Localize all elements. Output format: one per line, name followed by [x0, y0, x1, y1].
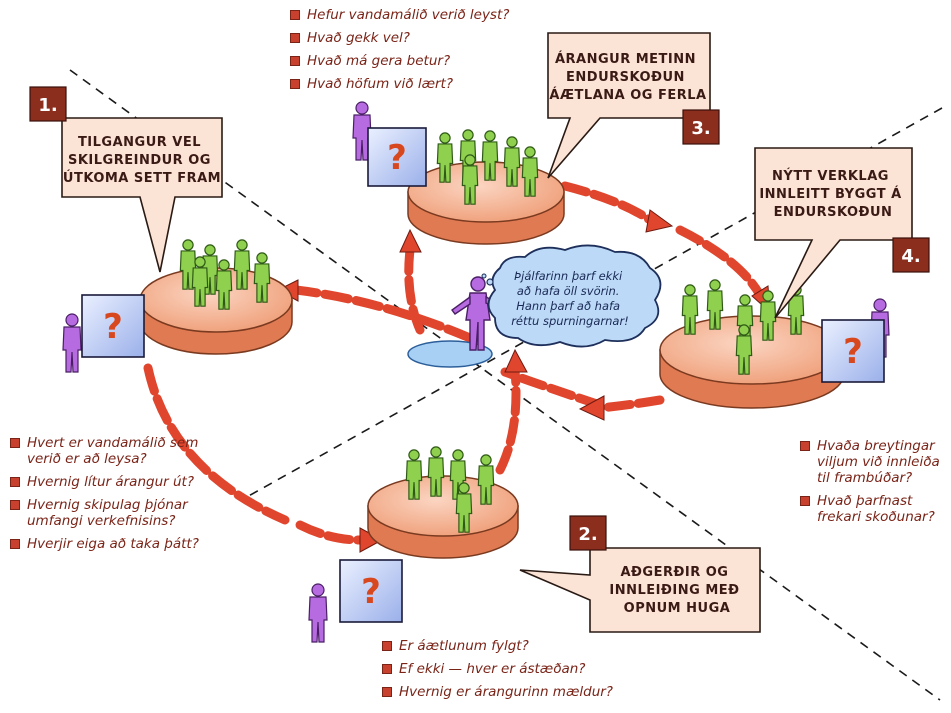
callout-4-line: NÝTT VERKLAG [772, 168, 889, 184]
question-sign: ? [339, 559, 403, 623]
step-4-number: 4. [901, 246, 920, 267]
callout-3-line: ÁÆTLANA OG FERLA [549, 87, 706, 103]
question-item: Hvernig lítur árangur út? [10, 474, 210, 490]
step-1-number: 1. [38, 95, 57, 116]
question-item: Hefur vandamálið verið leyst? [290, 7, 550, 23]
callout-step-2: AÐGERÐIR OG INNLEIÐING MEÐ OPNUM HUGA 2. [519, 515, 761, 633]
person-figure [477, 454, 495, 505]
svg-text:ÁRANGUR METINN ENDURSKOÐ: ÁRANGUR METINN ENDURSKOÐUN ÁÆTLANA OG FE… [549, 51, 706, 103]
callout-step-1: TILGANGUR VEL SKILGREINDUR OG ÚTKOMA SET… [29, 86, 223, 273]
question-sign: ? [821, 319, 885, 383]
step-2-number: 2. [578, 524, 597, 545]
callout-step-3: ÁRANGUR METINN ENDURSKOÐUN ÁÆTLANA OG FE… [547, 32, 720, 179]
question-item: Er áætlunum fylgt? [382, 638, 662, 654]
questions-top-list: Hefur vandamálið verið leyst? Hvað gekk … [290, 7, 550, 99]
callout-4-line: INNLEITT BYGGT Á [759, 186, 901, 202]
person-figure [455, 482, 473, 533]
person-figure [481, 130, 499, 181]
person-figure [308, 583, 328, 643]
question-mark: ? [103, 307, 123, 347]
question-item: Hverjir eiga að taka þátt? [10, 536, 210, 552]
callout-1-line: ÚTKOMA SETT FRAM [63, 170, 221, 186]
person-figure [405, 449, 423, 500]
questions-right-list: Hvaða breytingar viljum við innleiða til… [800, 438, 950, 532]
center-speech-line: að hafa öll svörin. [517, 284, 620, 298]
callout-1-line: TILGANGUR VEL [78, 135, 201, 150]
cycle-arrows [143, 181, 765, 545]
person-figure [427, 446, 445, 497]
svg-text:NÝTT VERKLAG INNLEITT BY: NÝTT VERKLAG INNLEITT BYGGT Á ENDURSKOÐU… [759, 168, 906, 220]
callout-3-line: ENDURSKOÐUN [566, 70, 685, 85]
questions-left-list: Hvert er vandamálið sem verið er að leys… [10, 435, 210, 559]
person-figure [233, 239, 251, 290]
callout-2-line: AÐGERÐIR OG [620, 565, 728, 580]
question-item: Hvernig er árangurinn mældur? [382, 684, 662, 700]
question-mark: ? [361, 572, 381, 612]
question-item: Hvernig skipulag þjónar umfangi verkefni… [10, 497, 210, 529]
center-speech-line: réttu spurningarnar! [511, 314, 629, 328]
question-item: Hvað gekk vel? [290, 30, 550, 46]
disc-step-2 [367, 475, 519, 559]
callout-2-line: OPNUM HUGA [624, 601, 731, 616]
question-item: Hvert er vandamálið sem verið er að leys… [10, 435, 210, 467]
question-item: Hvað þarfnast frekari skoðunar? [800, 493, 950, 525]
svg-text:TILGANGUR VEL SKILGREIND: TILGANGUR VEL SKILGREINDUR OG ÚTKOMA SET… [63, 135, 221, 186]
svg-text:Þjálfarinn þarf ekki að: Þjálfarinn þarf ekki að hafa öll svörin.… [511, 269, 629, 328]
callout-2-line: INNLEIÐING MEÐ [609, 583, 739, 598]
center-speech-line: Þjálfarinn þarf ekki [514, 269, 623, 283]
question-mark: ? [387, 138, 407, 178]
person-figure [179, 239, 197, 290]
person-figure [735, 324, 753, 375]
callout-4-line: ENDURSKOÐUN [774, 205, 893, 220]
callout-3-line: ÁRANGUR METINN [555, 51, 696, 67]
questions-bottom-list: Er áætlunum fylgt? Ef ekki — hver er ást… [382, 638, 662, 707]
person-figure [521, 146, 539, 197]
step-3-number: 3. [691, 118, 710, 139]
question-item: Hvað má gera betur? [290, 53, 550, 69]
person-figure [461, 154, 479, 205]
center-coach-figure [451, 276, 501, 351]
callout-step-4: NÝTT VERKLAG INNLEITT BYGGT Á ENDURSKOÐU… [754, 147, 930, 319]
person-figure [215, 259, 233, 310]
person-figure [681, 284, 699, 335]
team-figures [179, 129, 805, 533]
svg-text:AÐGERÐIR OG INNLEIÐING M: AÐGERÐIR OG INNLEIÐING MEÐ OPNUM HUGA [609, 565, 744, 616]
person-figure [706, 279, 724, 330]
callout-1-line: SKILGREINDUR OG [68, 153, 211, 168]
person-figure [191, 256, 209, 307]
question-item: Hvað höfum við lært? [290, 76, 550, 92]
coach-figures: ???? [62, 101, 890, 643]
question-sign: ? [367, 127, 427, 187]
center-speech-line: Hann þarf að hafa [516, 299, 620, 313]
person-figure [503, 136, 521, 187]
question-item: Ef ekki — hver er ástæðan? [382, 661, 662, 677]
center-speech-cloud: Þjálfarinn þarf ekki að hafa öll svörin.… [481, 244, 662, 348]
person-figure [436, 132, 454, 183]
person-figure [253, 252, 271, 303]
question-mark: ? [843, 332, 863, 372]
person-figure [62, 313, 82, 373]
question-sign: ? [81, 294, 145, 358]
question-item: Hvaða breytingar viljum við innleiða til… [800, 438, 950, 486]
